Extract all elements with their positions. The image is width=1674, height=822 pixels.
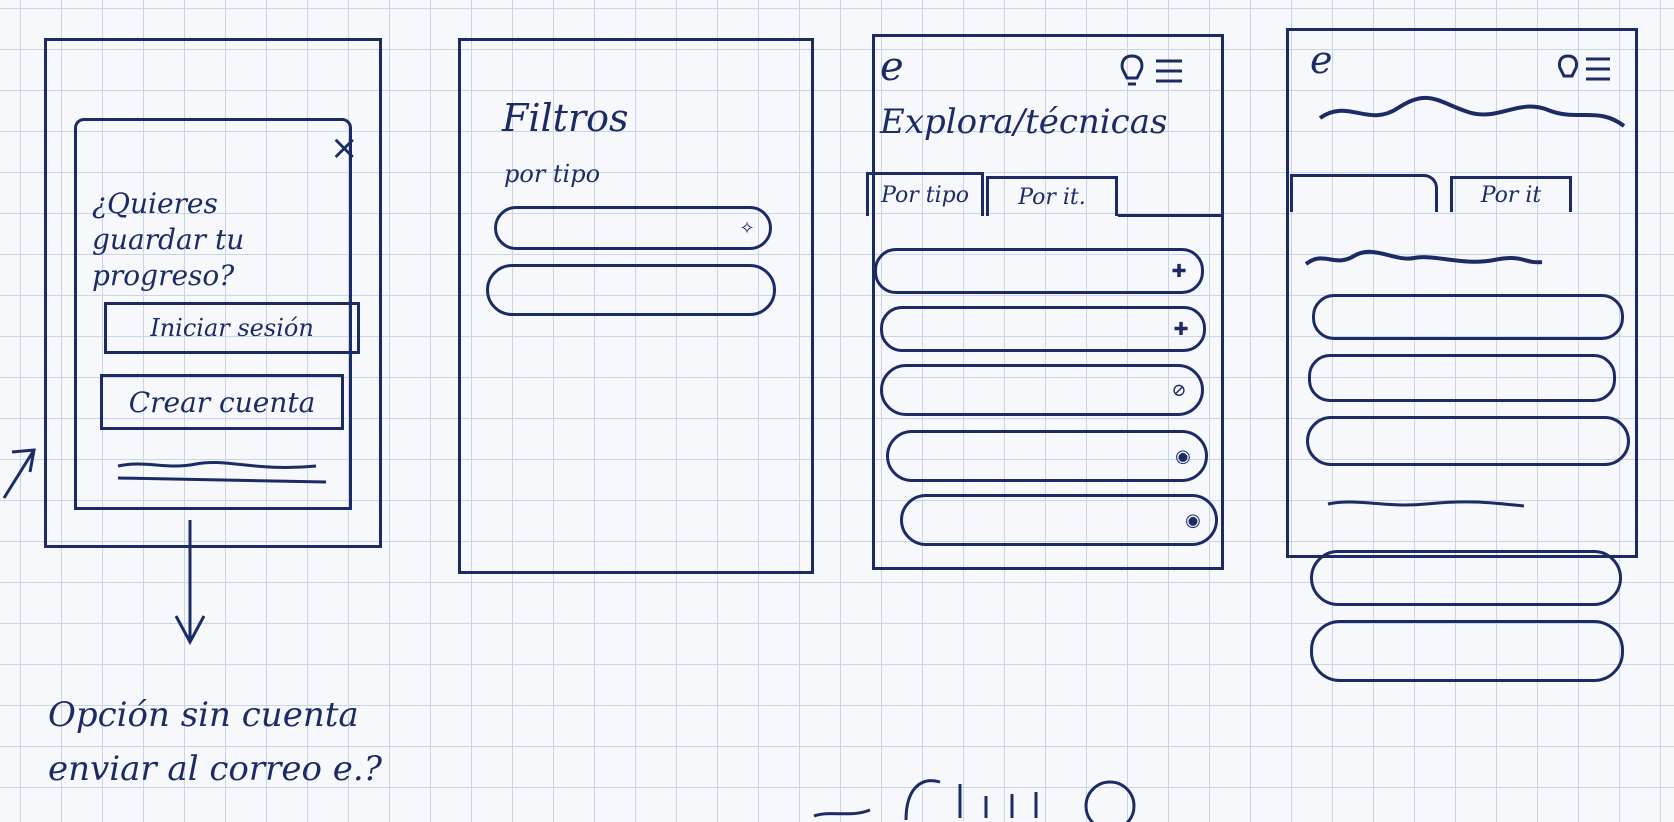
technique-item[interactable]: ◉ <box>886 430 1208 482</box>
tab-label: Por it. <box>1018 185 1086 210</box>
explore-title: Explora/técnicas <box>880 102 1168 142</box>
list-item[interactable] <box>1310 620 1624 682</box>
arrow-down-icon <box>174 520 206 646</box>
lightbulb-icon[interactable] <box>1118 54 1146 88</box>
scribble-placeholder-subtitle <box>1304 249 1543 266</box>
login-button[interactable]: Iniciar sesión <box>104 302 360 354</box>
tab-por-tipo[interactable]: Por tipo <box>866 172 984 216</box>
sparkle-icon: ✧ <box>739 217 755 239</box>
arrow-up-right-icon <box>2 448 36 499</box>
login-button-label: Iniciar sesión <box>150 314 314 342</box>
save-progress-dialog <box>74 118 352 510</box>
filter-option[interactable]: ✧ <box>494 206 772 250</box>
list-item[interactable] <box>1312 294 1624 340</box>
dialog-question: ¿Quieres guardar tu progreso? <box>92 187 245 292</box>
technique-item[interactable]: ◉ <box>900 494 1218 546</box>
list-item[interactable] <box>1306 416 1630 466</box>
tab-por-it[interactable]: Por it <box>1450 176 1572 212</box>
app-logo: e <box>880 44 904 90</box>
screen-variant <box>1286 28 1638 558</box>
technique-item[interactable]: ✚ <box>880 306 1206 352</box>
create-account-button-label: Crear cuenta <box>128 385 316 419</box>
plus-icon: ✚ <box>1171 260 1187 282</box>
filters-title: Filtros <box>502 96 629 140</box>
scribble-bottom <box>813 779 1136 822</box>
tab-label: Por tipo <box>881 183 969 208</box>
technique-item[interactable]: ⊘ <box>880 364 1204 416</box>
close-icon[interactable]: × <box>330 128 359 168</box>
create-account-button[interactable]: Crear cuenta <box>100 374 344 430</box>
scribble-placeholder-text <box>117 460 326 484</box>
filter-option[interactable] <box>486 264 776 316</box>
scribble-placeholder-title <box>1318 95 1626 128</box>
screen-filters <box>458 38 814 574</box>
tab-por-it[interactable]: Por it. <box>986 176 1118 216</box>
screen-explore <box>872 34 1224 570</box>
app-logo: e <box>1310 38 1333 82</box>
menu-icon[interactable] <box>1584 56 1612 82</box>
tab-blank[interactable] <box>1290 174 1438 212</box>
forbidden-icon: ⊘ <box>1171 379 1187 401</box>
list-item[interactable] <box>1308 354 1616 402</box>
tab-label: Por it <box>1480 183 1542 208</box>
technique-item[interactable]: ✚ <box>874 248 1204 294</box>
filters-subtitle: por tipo <box>504 160 601 188</box>
eye-icon: ◉ <box>1185 509 1201 531</box>
annotation-note: Opción sin cuenta enviar al correo e.? <box>48 695 382 789</box>
plus-icon: ✚ <box>1173 318 1189 340</box>
tab-divider <box>1118 214 1222 217</box>
menu-icon[interactable] <box>1154 58 1184 84</box>
screen-save-progress <box>44 38 382 548</box>
eye-icon: ◉ <box>1175 445 1191 467</box>
list-item[interactable] <box>1310 550 1622 606</box>
scribble-placeholder-section <box>1327 500 1525 508</box>
lightbulb-icon[interactable] <box>1556 54 1580 84</box>
